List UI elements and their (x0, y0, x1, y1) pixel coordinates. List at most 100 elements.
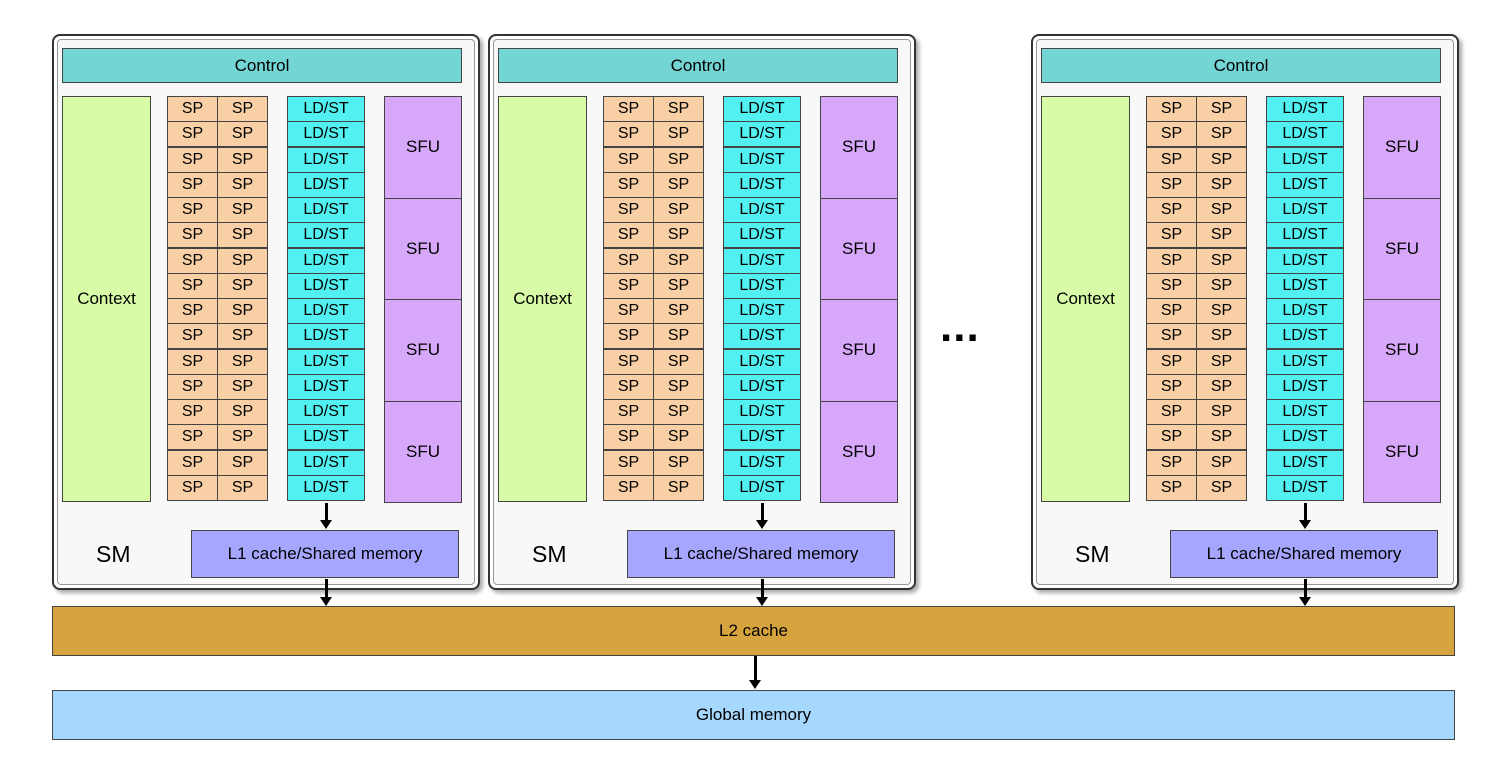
sm-3-sp-15-b-label: SP (1210, 453, 1233, 471)
sm-3-sp-11-a-label: SP (1160, 352, 1183, 370)
sm-1-sp-13-a: SP (167, 399, 218, 425)
sm-1-sp-6-b: SP (217, 222, 268, 249)
l2-to-global-arrow-head (749, 680, 761, 689)
sm-1-sp-4-b-label: SP (231, 175, 254, 193)
sm-2-sp-13-b-label: SP (667, 403, 690, 420)
sm-2-ldst-6-label: LD/ST (739, 226, 785, 244)
sm-2-sp-1-a-label: SP (617, 100, 640, 117)
sm-3-ldst-5-label: LD/ST (1282, 201, 1328, 218)
sm-2-control-label: Control (670, 55, 726, 75)
sm-1-sp-7-b: SP (217, 247, 268, 274)
sm-2-ldst-2-label: LD/ST (739, 125, 785, 143)
sm-2-ldst-11: LD/ST (723, 348, 801, 375)
sm-3-sp-12-b-label: SP (1210, 377, 1233, 395)
sm-2-ldst-9: LD/ST (723, 298, 801, 324)
sm-3-ldst-10: LD/ST (1266, 323, 1344, 350)
sm-1-sp-4-a-label: SP (181, 175, 204, 193)
sm-3-sp-14-b-label: SP (1210, 428, 1233, 446)
sm-3-sp-8-a: SP (1146, 272, 1197, 299)
sm-1-sp-2-b-label: SP (231, 125, 254, 143)
sm-1-sp-13-b: SP (217, 399, 268, 425)
sm-1-ldst-8-label: LD/ST (303, 276, 349, 294)
sm-1-sp-14-a: SP (167, 424, 218, 451)
sm-3-sp-10-b: SP (1196, 323, 1247, 350)
sm-2-ldst-16: LD/ST (723, 474, 801, 501)
sm-3-ldst-5: LD/ST (1266, 197, 1344, 223)
sm-2-sp-7-b-label: SP (667, 251, 690, 269)
sm-3-sp-5-a: SP (1146, 197, 1197, 223)
sm-2-sfu-3: SFU (820, 299, 898, 402)
sm-3-sp-13-b: SP (1196, 399, 1247, 425)
sm-2-ldst-6: LD/ST (723, 222, 801, 249)
sm-3-ldst-11-label: LD/ST (1282, 352, 1328, 370)
sm-2-sp-4-b: SP (653, 171, 704, 198)
sm-2-sp-2-b: SP (653, 121, 704, 148)
sm-3-ldst-1: LD/ST (1266, 96, 1344, 122)
sm-3-sp-3-a-label: SP (1160, 150, 1183, 168)
sm-1-sp-13-b-label: SP (231, 403, 254, 420)
sm-2-sfu-1: SFU (820, 96, 898, 199)
sm-3-sfu-4: SFU (1363, 400, 1441, 503)
sm-1-sp-9-a-label: SP (181, 302, 204, 319)
sm-1-sp-9-b: SP (217, 298, 268, 324)
sm-1-sfu-3: SFU (384, 299, 462, 402)
sm-3-ldst-8: LD/ST (1266, 272, 1344, 299)
sm-2-sp-10-a-label: SP (617, 327, 640, 345)
sm-1-sp-11-b-label: SP (231, 352, 254, 370)
sm-3-l1-cache-label: L1 cache/Shared memory (1206, 544, 1402, 563)
global-memory: Global memory (52, 690, 1455, 740)
sm-3-sfu-2: SFU (1363, 197, 1441, 300)
sm-3-sp-9-a-label: SP (1160, 302, 1183, 319)
sm-3-ldst-7-label: LD/ST (1282, 251, 1328, 269)
sm-1-ldst-13: LD/ST (287, 399, 365, 425)
sm-2-sp-11-b: SP (653, 348, 704, 375)
sm-2-sp-10-b: SP (653, 323, 704, 350)
sm-3-ldst-3: LD/ST (1266, 146, 1344, 173)
sm-3-ldst-12-label: LD/ST (1282, 377, 1328, 395)
sm-2-sp-5-b-label: SP (667, 201, 690, 218)
sm-1-sp-4-a: SP (167, 171, 218, 198)
sm-1-sp-14-a-label: SP (181, 428, 204, 446)
sm-2-sp-8-b: SP (653, 272, 704, 299)
sm-1-sp-3-b: SP (217, 146, 268, 173)
sm-2-sp-5-a-label: SP (617, 201, 640, 218)
sm-3-sp-1-b: SP (1196, 96, 1247, 122)
sm-1-to-l2-arrow-line (324, 579, 328, 597)
sm-2-sp-11-b-label: SP (667, 352, 690, 370)
sm-2-sp-8-b-label: SP (667, 276, 690, 294)
sm-3-sp-10-a: SP (1146, 323, 1197, 350)
sm-2-context: Context (498, 96, 587, 502)
sm-2-sp-7-b: SP (653, 247, 704, 274)
sm-1-sp-10-b-label: SP (231, 327, 254, 345)
sm-1-sp-11-a-label: SP (181, 352, 204, 370)
sm-3-sfu-1-label: SFU (1385, 137, 1419, 157)
sm-1-sp-8-b: SP (217, 272, 268, 299)
sm-3-sp-3-a: SP (1146, 146, 1197, 173)
sm-3-ldst-2-label: LD/ST (1282, 125, 1328, 143)
global-memory-label: Global memory (695, 705, 812, 724)
sm-1-sp-9-b-label: SP (231, 302, 254, 319)
sm-3-sp-10-a-label: SP (1160, 327, 1183, 345)
sm-1-ldst-to-l1-arrow-line (324, 503, 328, 520)
sm-2-sp-1-b-label: SP (667, 100, 690, 117)
sm-3-ldst-11: LD/ST (1266, 348, 1344, 375)
sm-1-sp-11-b: SP (217, 348, 268, 375)
sm-2-sp-6-a: SP (603, 222, 654, 249)
sm-2-sfu-4: SFU (820, 400, 898, 503)
sm-2-sp-4-a: SP (603, 171, 654, 198)
sm-3-sfu-3: SFU (1363, 299, 1441, 402)
sm-2-sp-14-b-label: SP (667, 428, 690, 446)
sm-3-ldst-6-label: LD/ST (1282, 226, 1328, 244)
sm-3-sp-7-a: SP (1146, 247, 1197, 274)
sm-1-sp-11-a: SP (167, 348, 218, 375)
sm-3-sp-10-b-label: SP (1210, 327, 1233, 345)
sm-2-ldst-8: LD/ST (723, 272, 801, 299)
sm-2-ldst-16-label: LD/ST (739, 478, 785, 496)
sm-2-ldst-2: LD/ST (723, 121, 801, 148)
sm-1-sp-15-b-label: SP (231, 453, 254, 471)
sm-2-sp-13-b: SP (653, 399, 704, 425)
sm-2-sp-6-b: SP (653, 222, 704, 249)
sm-2-sfu-3-label: SFU (842, 340, 876, 360)
sm-3-sp-9-a: SP (1146, 298, 1197, 324)
sm-1-sfu-1: SFU (384, 96, 462, 199)
